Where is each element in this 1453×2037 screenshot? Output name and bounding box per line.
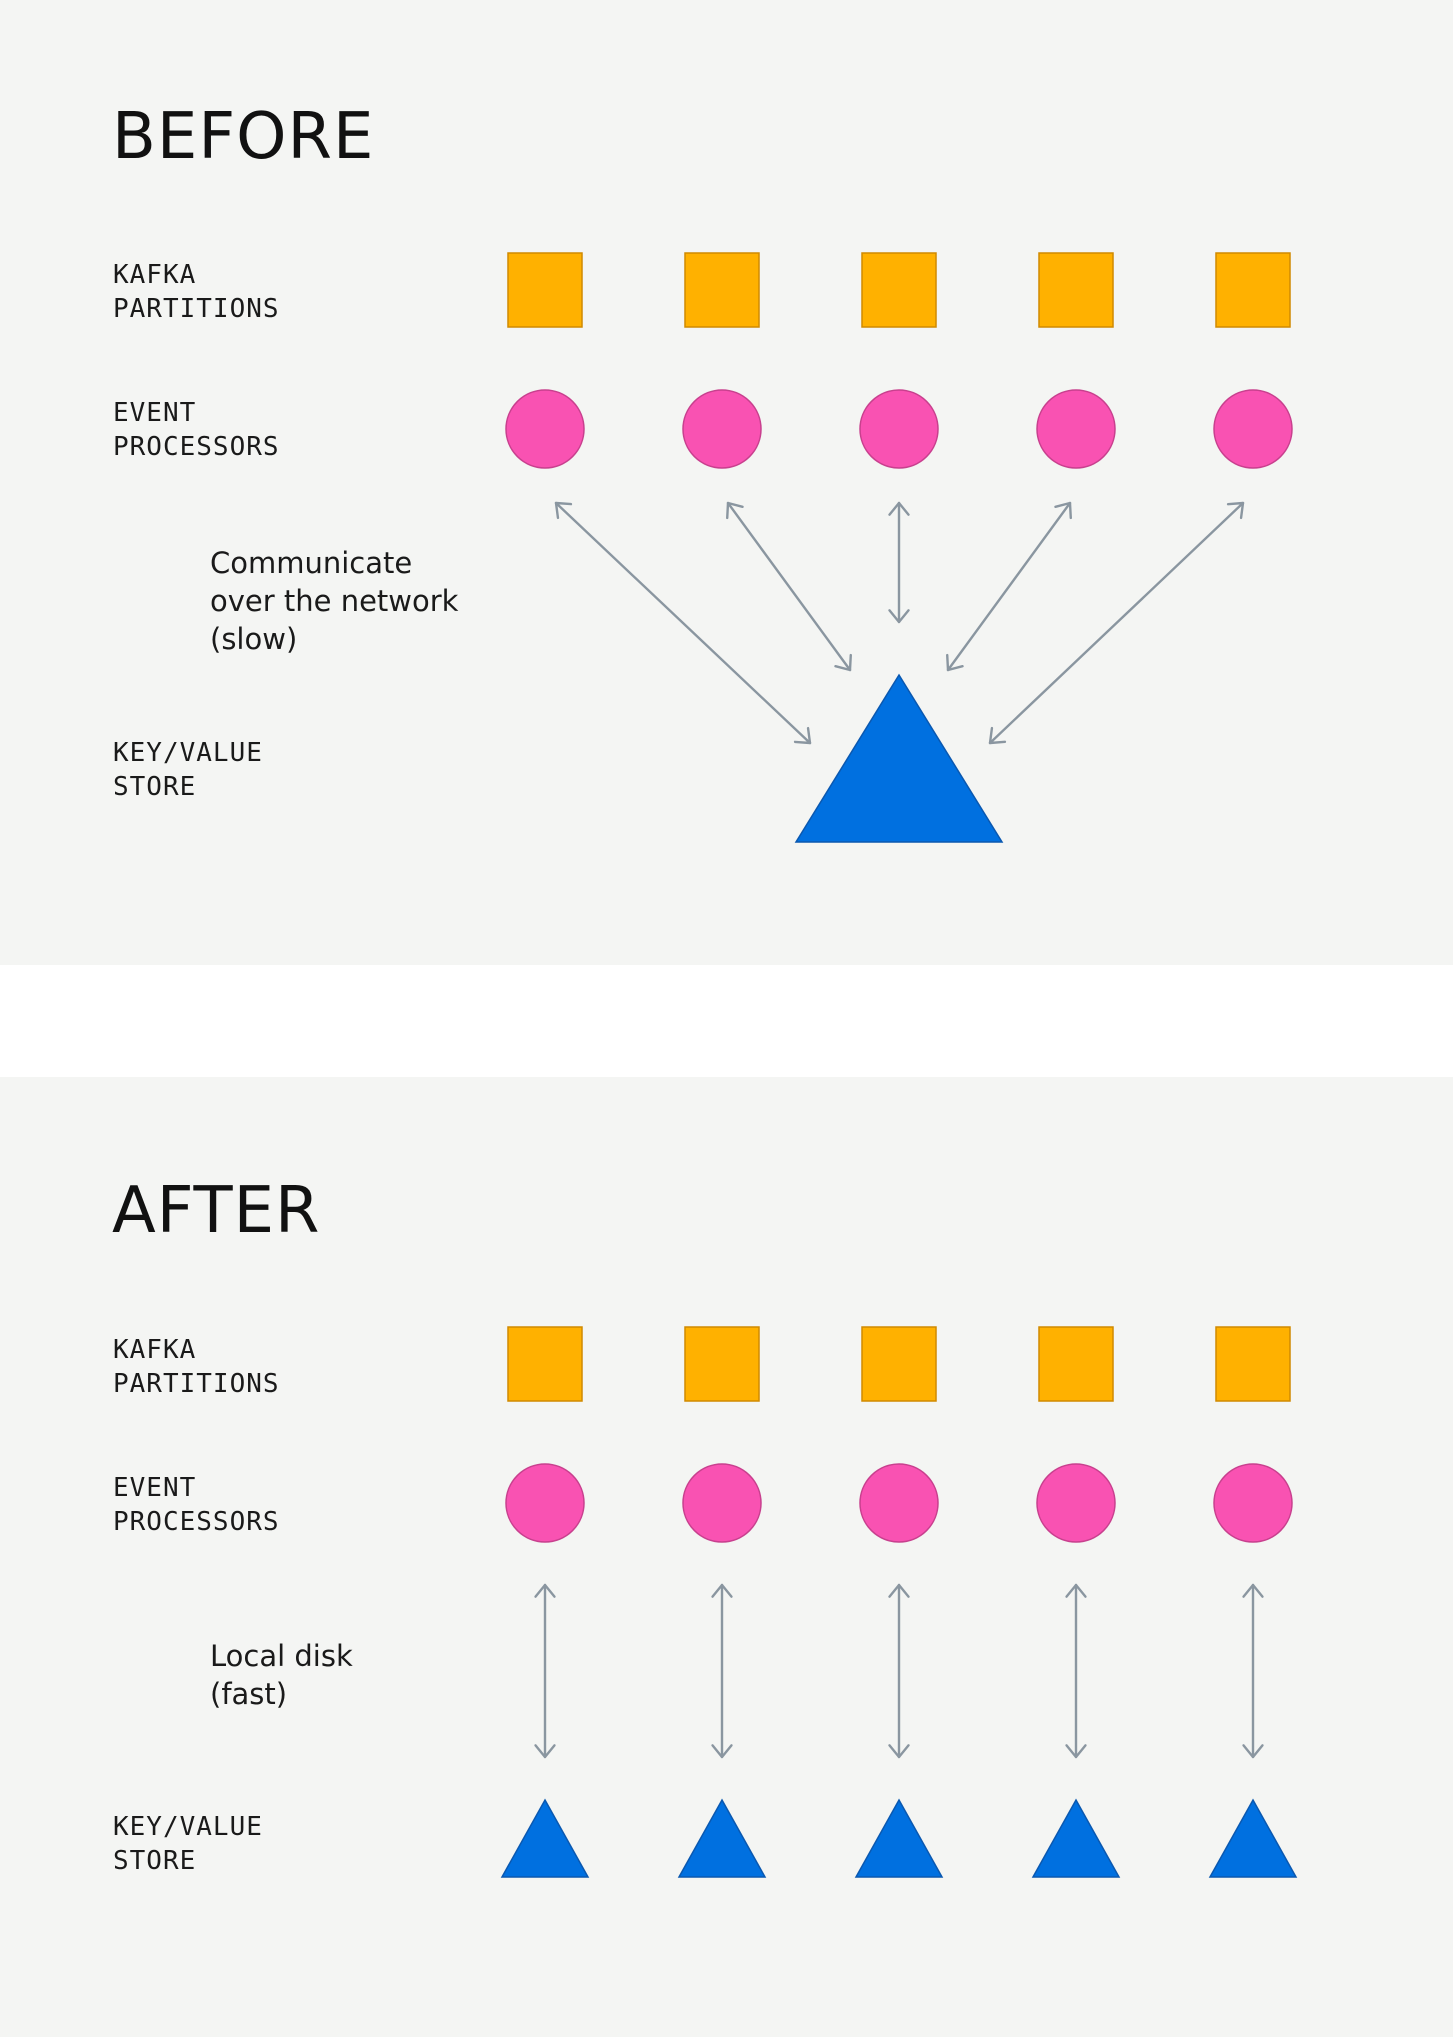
arrow-head: [834, 653, 852, 672]
arrow-head: [554, 501, 573, 520]
arrow-head: [1242, 1744, 1264, 1759]
note-line: Communicate: [210, 546, 413, 580]
label-line: STORE: [113, 772, 197, 802]
before-panel: BEFORE KAFKA PARTITIONS EVENT PROCESSORS…: [0, 0, 1453, 965]
after-diagram: [500, 1326, 1298, 1878]
arrow-head: [534, 1583, 556, 1598]
square-icon: [861, 252, 937, 328]
triangle-icon: [1031, 1798, 1121, 1878]
label-line: EVENT: [113, 398, 197, 428]
circle-icon: [859, 389, 939, 469]
circle-icon: [682, 1463, 762, 1543]
arrow-shaft: [554, 501, 812, 745]
double-arrow-icon: [534, 1583, 556, 1759]
label-line: PARTITIONS: [113, 294, 280, 324]
note-line: (slow): [210, 622, 298, 656]
triangle-icon: [1208, 1798, 1298, 1878]
before-title: BEFORE: [112, 100, 375, 174]
arrow-head: [793, 726, 812, 745]
label-line: KAFKA: [113, 1335, 197, 1365]
after-panel: AFTER KAFKA PARTITIONS EVENT PROCESSORS …: [0, 1077, 1453, 2037]
before-network-note: Communicate over the network (slow): [210, 544, 458, 658]
square-icon: [1215, 252, 1291, 328]
arrow-shaft: [726, 501, 852, 672]
arrow-head: [888, 1744, 910, 1759]
arrow-shaft: [946, 501, 1072, 672]
arrow-head: [946, 653, 964, 672]
circle-icon: [505, 1463, 585, 1543]
double-arrow-icon: [988, 501, 1245, 745]
triangle-icon: [677, 1798, 767, 1878]
label-line: STORE: [113, 1846, 197, 1876]
square-icon: [1215, 1326, 1291, 1402]
circle-icon: [1036, 1463, 1116, 1543]
square-icon: [507, 1326, 583, 1402]
circle-icon: [1036, 389, 1116, 469]
label-line: KEY/VALUE: [113, 738, 263, 768]
circle-icon: [682, 389, 762, 469]
double-arrow-icon: [888, 1583, 910, 1759]
square-icon: [1038, 252, 1114, 328]
arrow-head: [888, 1583, 910, 1598]
circle-icon: [859, 1463, 939, 1543]
square-icon: [1038, 1326, 1114, 1402]
double-arrow-icon: [946, 501, 1072, 672]
arrow-head: [1065, 1583, 1087, 1598]
circle-icon: [505, 389, 585, 469]
arrow-head: [988, 726, 1007, 745]
arrow-head: [711, 1583, 733, 1598]
double-arrow-icon: [1065, 1583, 1087, 1759]
after-partitions-label: KAFKA PARTITIONS: [113, 1333, 280, 1401]
arrow-head: [888, 501, 910, 516]
square-icon: [861, 1326, 937, 1402]
before-processors-label: EVENT PROCESSORS: [113, 396, 280, 464]
label-line: KAFKA: [113, 260, 197, 290]
triangle-icon: [500, 1798, 590, 1878]
arrow-head: [534, 1744, 556, 1759]
arrow-head: [1054, 501, 1072, 520]
square-icon: [507, 252, 583, 328]
circle-icon: [1213, 1463, 1293, 1543]
label-line: PROCESSORS: [113, 1507, 280, 1537]
square-icon: [684, 1326, 760, 1402]
before-diagram: [505, 252, 1293, 843]
after-store-label: KEY/VALUE STORE: [113, 1810, 263, 1878]
label-line: PARTITIONS: [113, 1369, 280, 1399]
after-title: AFTER: [112, 1174, 321, 1248]
square-icon: [684, 252, 760, 328]
before-partitions-label: KAFKA PARTITIONS: [113, 258, 280, 326]
triangle-icon: [854, 1798, 944, 1878]
note-line: (fast): [210, 1677, 288, 1711]
double-arrow-icon: [711, 1583, 733, 1759]
after-disk-note: Local disk (fast): [210, 1637, 353, 1713]
before-store-label: KEY/VALUE STORE: [113, 736, 263, 804]
arrow-shaft: [988, 501, 1245, 745]
double-arrow-icon: [888, 501, 910, 624]
double-arrow-icon: [726, 501, 852, 672]
double-arrow-icon: [554, 501, 812, 745]
double-arrow-icon: [1242, 1583, 1264, 1759]
note-line: over the network: [210, 584, 459, 618]
arrow-head: [1242, 1583, 1264, 1598]
label-line: PROCESSORS: [113, 432, 280, 462]
triangle-icon: [794, 673, 1004, 843]
arrow-head: [888, 609, 910, 624]
arrow-head: [726, 501, 744, 520]
arrow-head: [1226, 501, 1245, 520]
label-line: EVENT: [113, 1473, 197, 1503]
arrow-head: [1065, 1744, 1087, 1759]
note-line: Local disk: [210, 1639, 353, 1673]
after-processors-label: EVENT PROCESSORS: [113, 1471, 280, 1539]
arrow-head: [711, 1744, 733, 1759]
circle-icon: [1213, 389, 1293, 469]
label-line: KEY/VALUE: [113, 1812, 263, 1842]
